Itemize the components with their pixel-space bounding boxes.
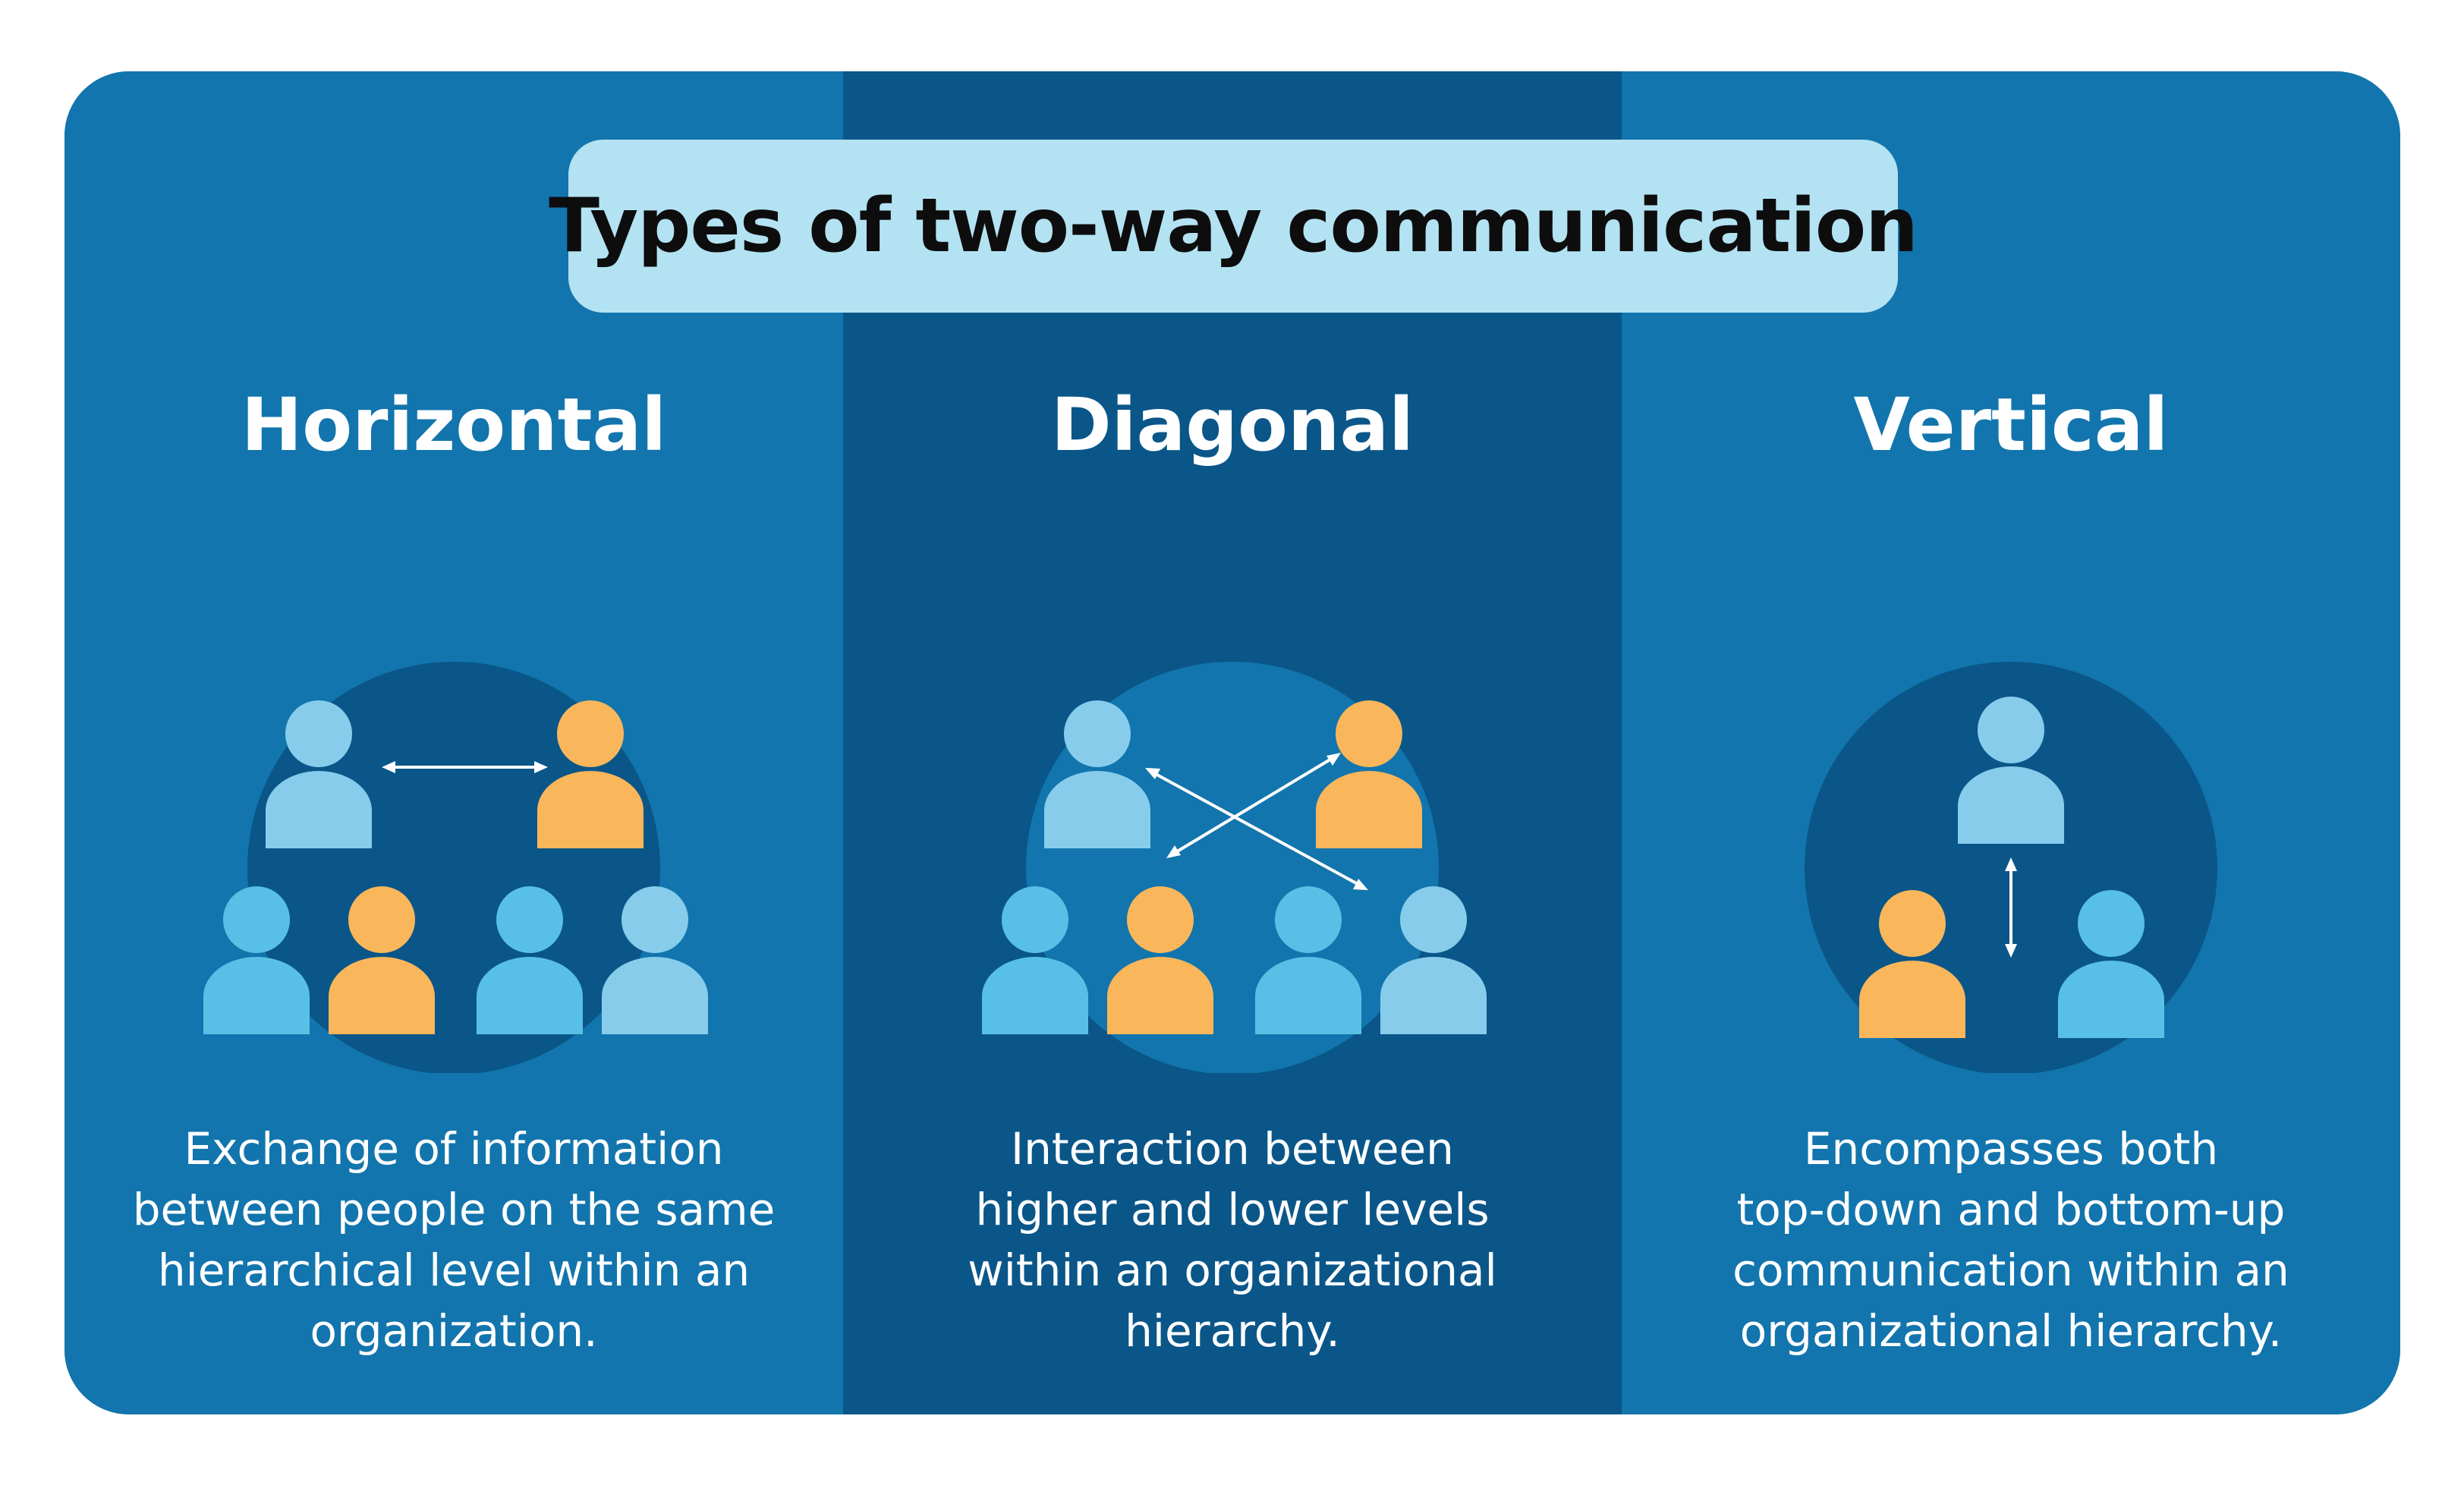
page-title: Types of two-way communication: [549, 183, 1918, 269]
double-arrow-horizontal: [382, 761, 548, 773]
person-icon-bottom-2: [1107, 886, 1213, 1034]
heading-diagonal: Diagonal: [1050, 382, 1415, 467]
title-banner: Types of two-way communication: [549, 140, 1918, 313]
description-diagonal: Interaction between higher and lower lev…: [968, 1123, 1497, 1357]
person-icon-top-left: [1044, 700, 1150, 848]
person-icon-top-right: [1316, 700, 1422, 848]
person-icon-bottom-1: [982, 886, 1088, 1034]
description-horizontal: Exchange of information between people o…: [132, 1123, 776, 1357]
vertical-diagram: [1805, 662, 2217, 1073]
diagonal-diagram: [982, 662, 1487, 1073]
person-icon-bottom-1: [203, 886, 310, 1034]
person-icon-top-left: [266, 700, 372, 848]
person-icon-bottom-3: [477, 886, 583, 1034]
person-icon-bottom-3: [1255, 886, 1361, 1034]
person-icon-top-right: [537, 700, 644, 848]
column-vertical: Vertical Encompasses both top-down and b…: [1622, 71, 2400, 1414]
infographic-card: Horizontal: [65, 71, 2400, 1414]
heading-horizontal: Horizontal: [241, 382, 667, 467]
person-icon-bottom-4: [602, 886, 708, 1034]
description-vertical: Encompasses both top-down and bottom-up …: [1732, 1123, 2289, 1357]
double-arrow-diagonal-1: [1145, 768, 1368, 890]
person-icon-top: [1958, 697, 2064, 844]
horizontal-diagram: [203, 662, 708, 1073]
person-icon-bottom-4: [1380, 886, 1487, 1034]
person-icon-bottom-right: [2058, 890, 2164, 1038]
person-icon-bottom-2: [329, 886, 435, 1034]
person-icon-bottom-left: [1859, 890, 1965, 1038]
double-arrow-vertical: [2005, 857, 2017, 958]
double-arrow-diagonal-2: [1166, 753, 1341, 858]
heading-vertical: Vertical: [1853, 382, 2169, 467]
